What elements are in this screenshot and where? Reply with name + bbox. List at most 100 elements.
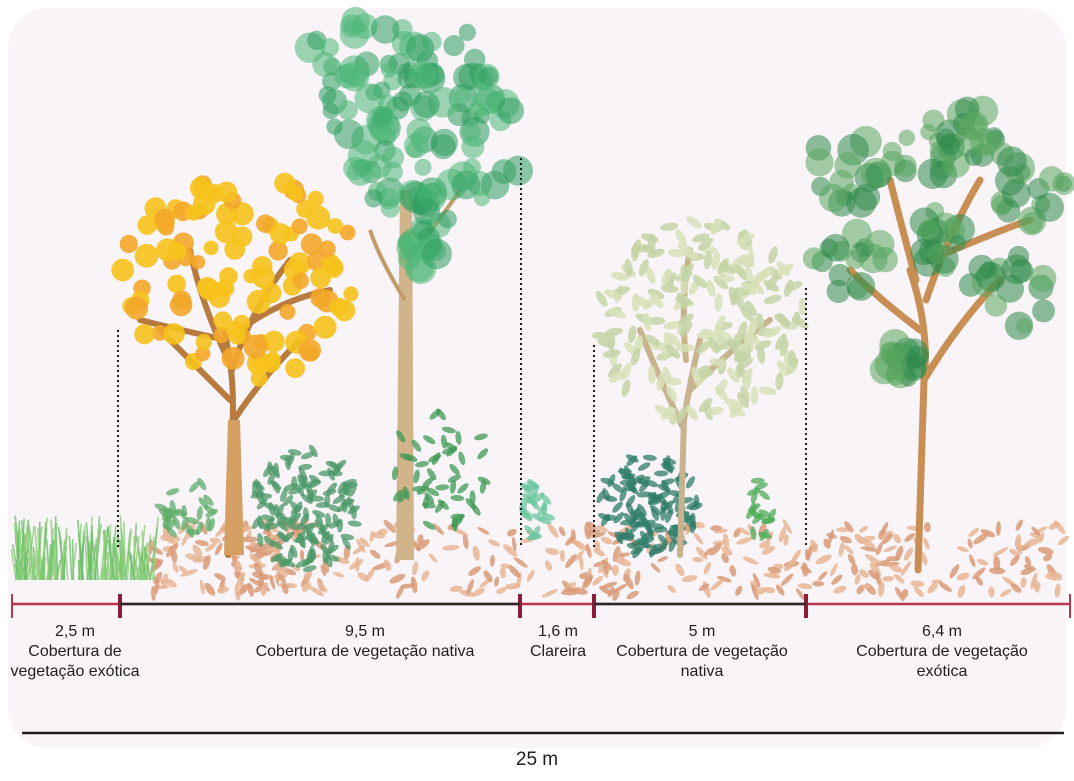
flower-cluster <box>156 238 179 261</box>
canopy-foliage <box>413 198 440 225</box>
flower-cluster <box>120 235 138 253</box>
flower-cluster <box>298 339 321 362</box>
canopy-foliage <box>339 61 369 91</box>
canopy-foliage <box>431 129 458 156</box>
canopy-foliage <box>406 118 431 143</box>
segment-label: 6,4 mCobertura de vegetação exótica <box>832 622 1052 682</box>
flower-cluster <box>308 191 324 207</box>
eucalyptus-foliage <box>968 255 994 281</box>
canopy-foliage <box>340 14 363 37</box>
eucalyptus-foliage <box>920 124 936 140</box>
flower-cluster <box>226 321 243 338</box>
canopy-foliage <box>479 67 498 86</box>
canopy-foliage <box>393 91 413 111</box>
canopy-foliage <box>320 38 339 57</box>
segment-length: 9,5 m <box>190 622 540 642</box>
total-length-label: 25 m <box>0 749 1074 771</box>
flower-cluster <box>270 223 291 244</box>
flower-cluster <box>216 182 237 203</box>
segment-description: Cobertura de vegetação exótica <box>832 642 1052 682</box>
canopy-foliage <box>503 156 533 186</box>
flower-cluster <box>208 286 230 308</box>
canopy-foliage <box>364 189 382 207</box>
eucalyptus-foliage <box>886 367 905 386</box>
eucalyptus-foliage <box>853 184 880 211</box>
eucalyptus-foliage <box>834 152 861 179</box>
eucalyptus-foliage <box>1035 193 1064 222</box>
segment-length: 1,6 m <box>522 622 594 642</box>
canopy-foliage <box>323 103 339 119</box>
flower-cluster <box>280 304 296 320</box>
canopy-foliage <box>413 91 440 118</box>
flower-cluster <box>251 370 268 387</box>
grass-blade <box>104 530 105 580</box>
segment-label: 1,6 mClareira <box>522 622 594 662</box>
segment-label: 5 mCobertura de vegetação nativa <box>596 622 808 682</box>
flower-cluster <box>288 186 304 202</box>
canopy-foliage <box>443 35 464 56</box>
flower-cluster <box>334 300 356 322</box>
eucalyptus-foliage <box>1032 299 1055 322</box>
eucalyptus-foliage <box>894 155 916 177</box>
eucalyptus-foliage <box>805 148 833 176</box>
grass-blade <box>79 560 80 580</box>
eucalyptus-foliage <box>822 234 850 262</box>
canopy-foliage <box>474 190 490 206</box>
flower-cluster <box>252 256 272 276</box>
flower-cluster <box>134 324 154 344</box>
flower-cluster <box>172 290 191 309</box>
eucalyptus-foliage <box>918 219 939 240</box>
flower-cluster <box>247 290 271 314</box>
flower-cluster <box>111 259 134 282</box>
canopy-foliage <box>381 199 400 218</box>
canopy-foliage <box>338 100 358 120</box>
litter-leaf <box>241 536 257 542</box>
eucalyptus-foliage <box>940 135 960 155</box>
segment-description: Cobertura de vegetação exótica <box>10 642 140 682</box>
canopy-foliage <box>406 34 435 63</box>
litter-leaf <box>886 556 900 561</box>
canopy-foliage <box>398 247 421 270</box>
flower-cluster <box>135 244 159 268</box>
flower-cluster <box>204 240 219 255</box>
eucalyptus-foliage <box>928 243 949 264</box>
eucalyptus-foliage <box>985 294 1008 317</box>
flower-cluster <box>196 334 212 350</box>
segment-description: Cobertura de vegetação nativa <box>190 642 540 662</box>
flower-cluster <box>222 347 245 370</box>
flower-cluster <box>244 335 268 359</box>
segment-label: 9,5 mCobertura de vegetação nativa <box>190 622 540 662</box>
flower-cluster <box>292 218 308 234</box>
eucalyptus-foliage <box>803 247 825 269</box>
eucalyptus-foliage <box>866 230 895 259</box>
flower-cluster <box>163 323 185 345</box>
segment-length: 6,4 m <box>832 622 1052 642</box>
flower-cluster <box>306 206 330 230</box>
flower-cluster <box>215 220 238 243</box>
eucalyptus-foliage <box>1008 246 1029 267</box>
flower-cluster <box>301 233 323 255</box>
eucalyptus-foliage <box>829 264 851 286</box>
flower-cluster <box>285 358 305 378</box>
canopy-foliage <box>371 15 399 43</box>
flower-cluster <box>154 208 175 229</box>
canopy-foliage <box>438 210 456 228</box>
segment-label: 2,5 mCobertura de vegetação exótica <box>10 622 140 682</box>
flower-cluster <box>314 316 337 339</box>
flower-cluster <box>125 297 148 320</box>
canopy-foliage <box>462 122 481 141</box>
eucalyptus-foliage <box>1016 318 1032 334</box>
canopy-foliage <box>421 239 452 270</box>
flower-cluster <box>327 218 343 234</box>
eucalyptus-foliage <box>1030 265 1057 292</box>
canopy-foliage <box>347 159 374 186</box>
grass-blade <box>73 539 74 580</box>
flower-cluster <box>292 272 309 289</box>
canopy-foliage <box>463 158 481 176</box>
segment-description: Clareira <box>522 642 594 662</box>
flower-cluster <box>343 286 358 301</box>
canopy-foliage <box>497 97 524 124</box>
eucalyptus-foliage <box>1002 179 1031 208</box>
segment-length: 5 m <box>596 622 808 642</box>
